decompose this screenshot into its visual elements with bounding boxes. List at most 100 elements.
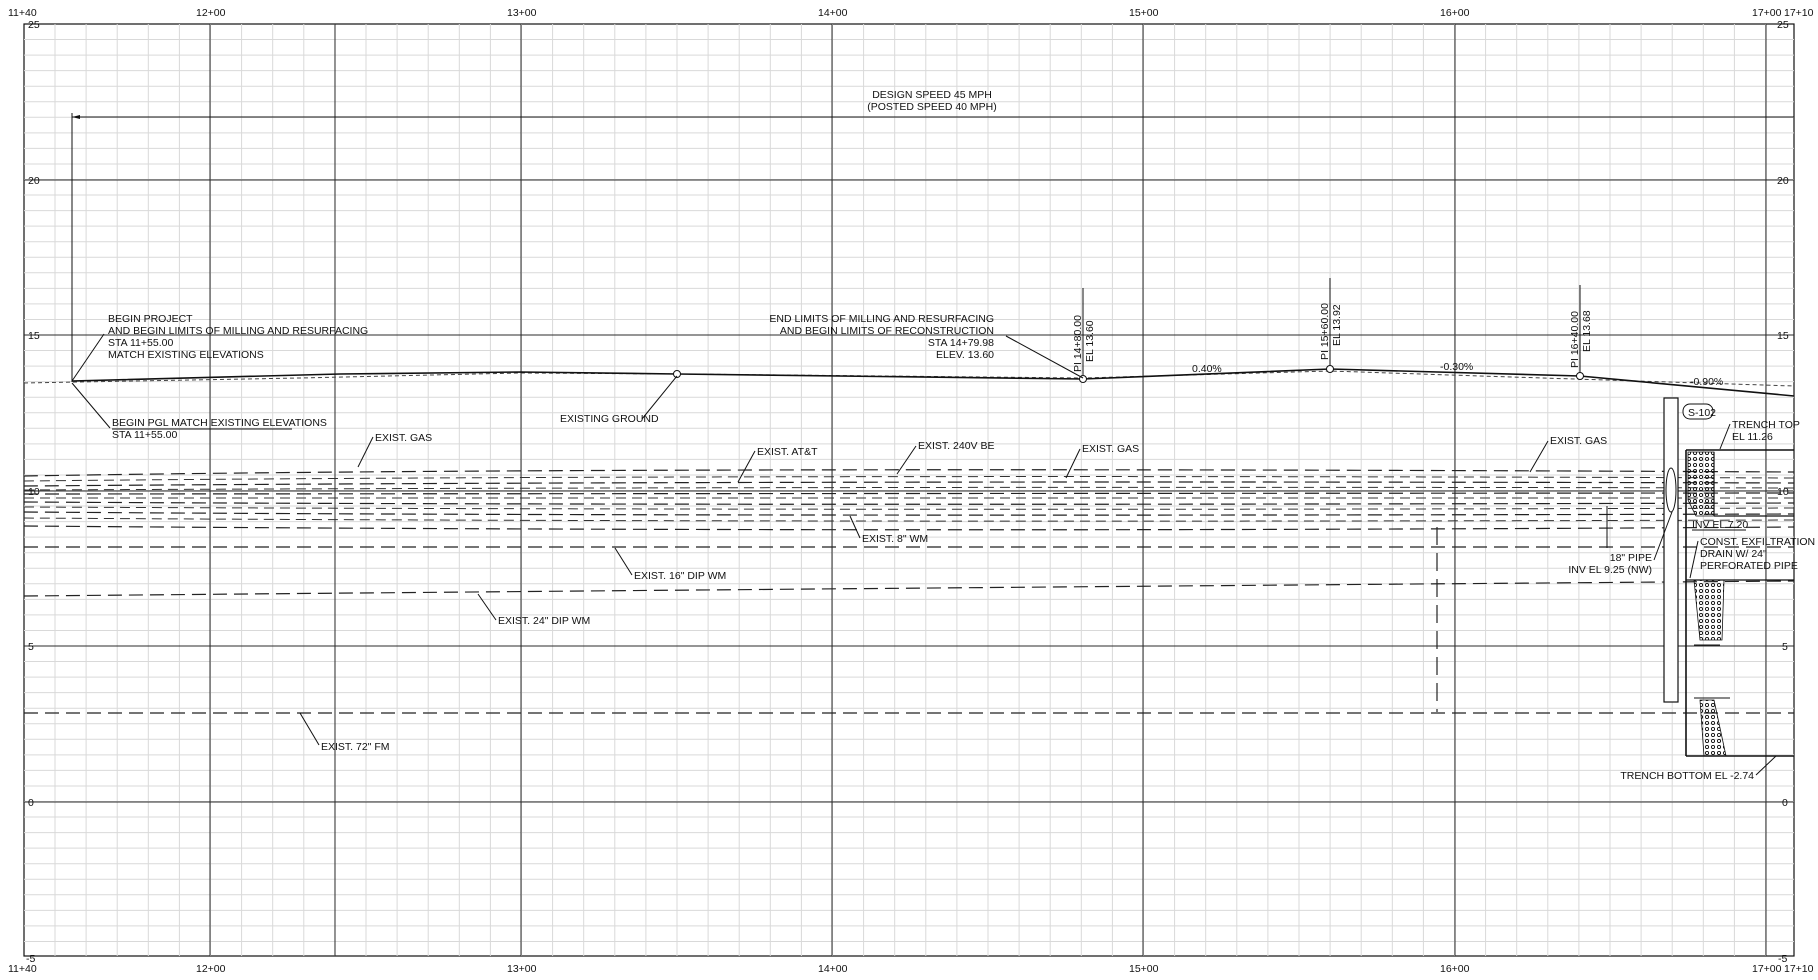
utility-line bbox=[23, 481, 1795, 487]
station-tick: 13+00 bbox=[507, 7, 537, 19]
station-tick: 16+00 bbox=[1440, 7, 1470, 19]
util-be-label: EXIST. 240V BE bbox=[918, 440, 994, 452]
pipe18-label: INV EL 9.25 (NW) bbox=[1568, 564, 1652, 576]
major-grid bbox=[24, 24, 1794, 956]
grade-label: -0.30% bbox=[1440, 361, 1473, 373]
exfil-label: PERFORATED PIPE bbox=[1700, 560, 1798, 572]
leader-line bbox=[641, 375, 678, 420]
note-line: AND BEGIN LIMITS OF RECONSTRUCTION bbox=[780, 325, 994, 337]
utility-labels: EXIST. GAS EXIST. AT&T EXIST. 240V BE EX… bbox=[299, 432, 1607, 753]
elevation-axis-left: 25 20 15 10 5 0 -5 bbox=[26, 19, 40, 965]
utility-line bbox=[23, 517, 1795, 522]
util-att-label: EXIST. AT&T bbox=[757, 446, 818, 458]
pipe18-label: 18" PIPE bbox=[1610, 552, 1652, 564]
pi-elevation: EL 13.60 bbox=[1084, 320, 1096, 362]
elev-tick: 25 bbox=[28, 19, 40, 31]
note-line: ELEV. 13.60 bbox=[936, 349, 994, 361]
leader-line bbox=[1005, 335, 1084, 379]
utility-line bbox=[23, 476, 1795, 482]
elev-tick: 25 bbox=[1777, 19, 1789, 31]
inv-el-label: INV EL 7.20 bbox=[1692, 519, 1748, 531]
utility-line bbox=[23, 525, 1795, 531]
util-wm8-label: EXIST. 8" WM bbox=[862, 533, 928, 545]
note-line: STA 11+55.00 bbox=[112, 429, 177, 441]
note-line: BEGIN PROJECT bbox=[108, 313, 193, 325]
structure-body bbox=[1663, 397, 1679, 703]
station-tick: 12+00 bbox=[196, 963, 226, 975]
begin-project-note: BEGIN PROJECT AND BEGIN LIMITS OF MILLIN… bbox=[71, 313, 368, 441]
end-limits-note: END LIMITS OF MILLING AND RESURFACING AN… bbox=[769, 313, 1084, 379]
elev-tick: 20 bbox=[28, 175, 40, 187]
station-tick: 17+00 bbox=[1752, 963, 1782, 975]
pi-elevation: EL 13.68 bbox=[1581, 310, 1593, 352]
leader-line bbox=[1689, 540, 1699, 579]
leader-line bbox=[299, 712, 320, 746]
exfil-label: DRAIN W/ 24" bbox=[1700, 548, 1767, 560]
gravel-fill bbox=[1693, 579, 1725, 641]
note-line: STA 14+79.98 bbox=[928, 337, 994, 349]
design-speed-note: DESIGN SPEED 45 MPH (POSTED SPEED 40 MPH… bbox=[71, 89, 1794, 382]
posted-speed: (POSTED SPEED 40 MPH) bbox=[867, 101, 997, 113]
existing-ground-label: EXISTING GROUND bbox=[560, 413, 659, 425]
elev-tick: 15 bbox=[28, 330, 40, 342]
leader-line bbox=[896, 445, 917, 475]
leader-line bbox=[71, 382, 111, 429]
structure-s102: S-102 TRENCH TOP EL 11.26 INV EL 7.20 CO… bbox=[1568, 397, 1815, 782]
util-wm24-label: EXIST. 24" DIP WM bbox=[498, 615, 590, 627]
grade-label: -0.90% bbox=[1690, 376, 1723, 388]
pi-station: PI 15+60.00 bbox=[1319, 303, 1331, 360]
util-gas-label: EXIST. GAS bbox=[1550, 435, 1607, 447]
leader-line bbox=[1529, 440, 1549, 473]
util-fm72-label: EXIST. 72" FM bbox=[321, 741, 390, 753]
existing-ground-line bbox=[23, 370, 1795, 387]
station-axis-bottom: 11+40 12+00 13+00 14+00 15+00 16+00 17+0… bbox=[8, 963, 1814, 975]
elev-tick: 0 bbox=[28, 797, 34, 809]
station-tick: 14+00 bbox=[818, 963, 848, 975]
station-tick: 12+00 bbox=[196, 7, 226, 19]
pi-station: PI 16+40.00 bbox=[1569, 311, 1581, 368]
station-tick: 17+00 bbox=[1752, 7, 1782, 19]
leader-line bbox=[71, 333, 105, 382]
gravel-fill bbox=[1687, 451, 1715, 517]
elev-tick: 5 bbox=[28, 641, 34, 653]
station-tick: 17+10 bbox=[1784, 7, 1814, 19]
utility-line bbox=[23, 492, 1795, 495]
station-tick: 16+00 bbox=[1440, 963, 1470, 975]
leader-line bbox=[477, 593, 497, 621]
station-tick: 11+40 bbox=[8, 963, 37, 975]
utility-band bbox=[23, 469, 1795, 714]
exfil-label: CONST. EXFILTRATION bbox=[1700, 536, 1815, 548]
pi-circle bbox=[1326, 365, 1334, 373]
pi-circle bbox=[1576, 372, 1584, 380]
elev-tick: 10 bbox=[1777, 486, 1789, 498]
leader-line bbox=[1719, 423, 1731, 450]
grade-label: 0.40% bbox=[1192, 363, 1222, 375]
proposed-profile-line bbox=[71, 368, 1795, 397]
elev-tick: 20 bbox=[1777, 175, 1789, 187]
elev-tick: -5 bbox=[26, 953, 35, 965]
minor-grid bbox=[24, 24, 1794, 956]
pi-circle bbox=[673, 370, 681, 378]
note-line: BEGIN PGL MATCH EXISTING ELEVATIONS bbox=[112, 417, 327, 429]
note-line: END LIMITS OF MILLING AND RESURFACING bbox=[769, 313, 994, 325]
elevation-axis-right: 25 20 15 10 5 0 -5 bbox=[1777, 19, 1789, 965]
pi-station: PI 14+80.00 bbox=[1072, 315, 1084, 372]
pipe-opening bbox=[1665, 467, 1677, 513]
elev-tick: 15 bbox=[1777, 330, 1789, 342]
leader-line bbox=[1065, 448, 1081, 479]
leader-line bbox=[737, 450, 756, 483]
leader-line bbox=[849, 515, 861, 539]
utility-line bbox=[23, 501, 1795, 505]
elev-tick: -5 bbox=[1778, 953, 1787, 965]
leader-line bbox=[614, 547, 633, 576]
note-line: MATCH EXISTING ELEVATIONS bbox=[108, 349, 264, 361]
note-line: STA 11+55.00 bbox=[108, 337, 173, 349]
utility-line bbox=[23, 506, 1795, 510]
station-tick: 11+40 bbox=[8, 7, 37, 19]
note-line: AND BEGIN LIMITS OF MILLING AND RESURFAC… bbox=[108, 325, 368, 337]
elev-tick: 5 bbox=[1782, 641, 1788, 653]
design-speed: DESIGN SPEED 45 MPH bbox=[872, 89, 992, 101]
station-tick: 15+00 bbox=[1129, 7, 1159, 19]
